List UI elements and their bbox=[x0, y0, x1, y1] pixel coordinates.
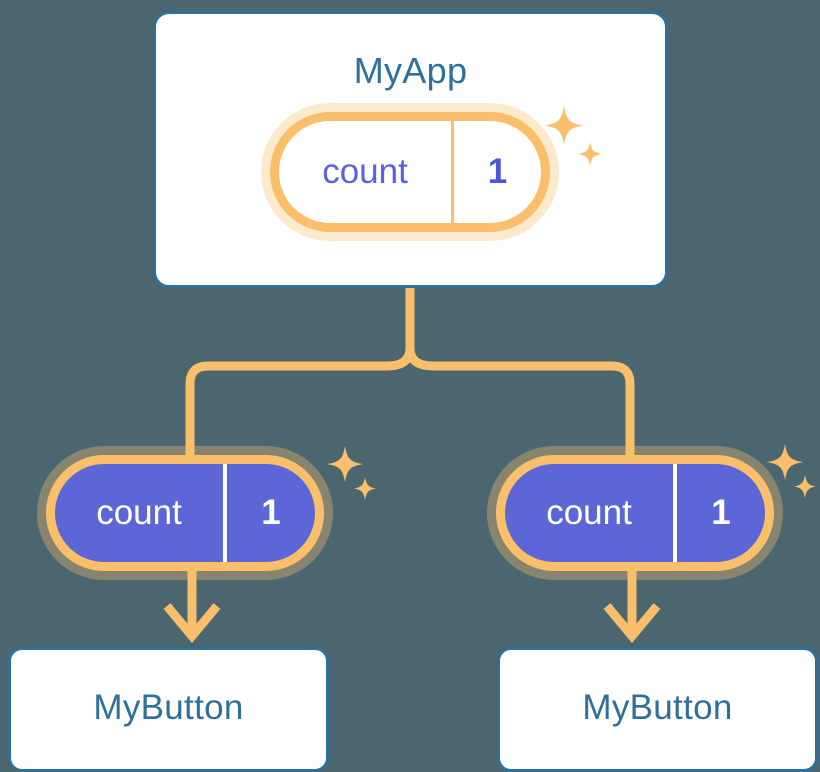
connector-branch-right bbox=[405, 347, 635, 560]
arrowhead-right bbox=[603, 603, 661, 644]
state-pill[interactable]: count 1 bbox=[496, 455, 774, 571]
state-pill[interactable]: count 1 bbox=[46, 455, 324, 571]
state-pill[interactable]: count 1 bbox=[270, 112, 550, 232]
state-key-label: count bbox=[55, 464, 227, 562]
state-key-label: count bbox=[505, 464, 677, 562]
arrowhead-left bbox=[163, 603, 221, 644]
node-card-mybutton-right[interactable]: MyButton bbox=[497, 647, 818, 772]
node-title: MyButton bbox=[582, 688, 733, 727]
connector-branch-left bbox=[185, 347, 415, 560]
state-pill-myapp[interactable]: count 1 bbox=[270, 112, 550, 232]
state-value-label: 1 bbox=[487, 152, 508, 191]
node-card-mybutton-left[interactable]: MyButton bbox=[8, 647, 329, 772]
state-key-label: count bbox=[279, 121, 454, 223]
state-pill-button-right[interactable]: count 1 bbox=[496, 455, 774, 571]
state-value-label: 1 bbox=[711, 493, 731, 532]
node-title: MyButton bbox=[93, 688, 244, 727]
state-value-label: 1 bbox=[261, 493, 281, 532]
page-title: MyApp bbox=[353, 50, 468, 91]
state-pill-button-left[interactable]: count 1 bbox=[46, 455, 324, 571]
